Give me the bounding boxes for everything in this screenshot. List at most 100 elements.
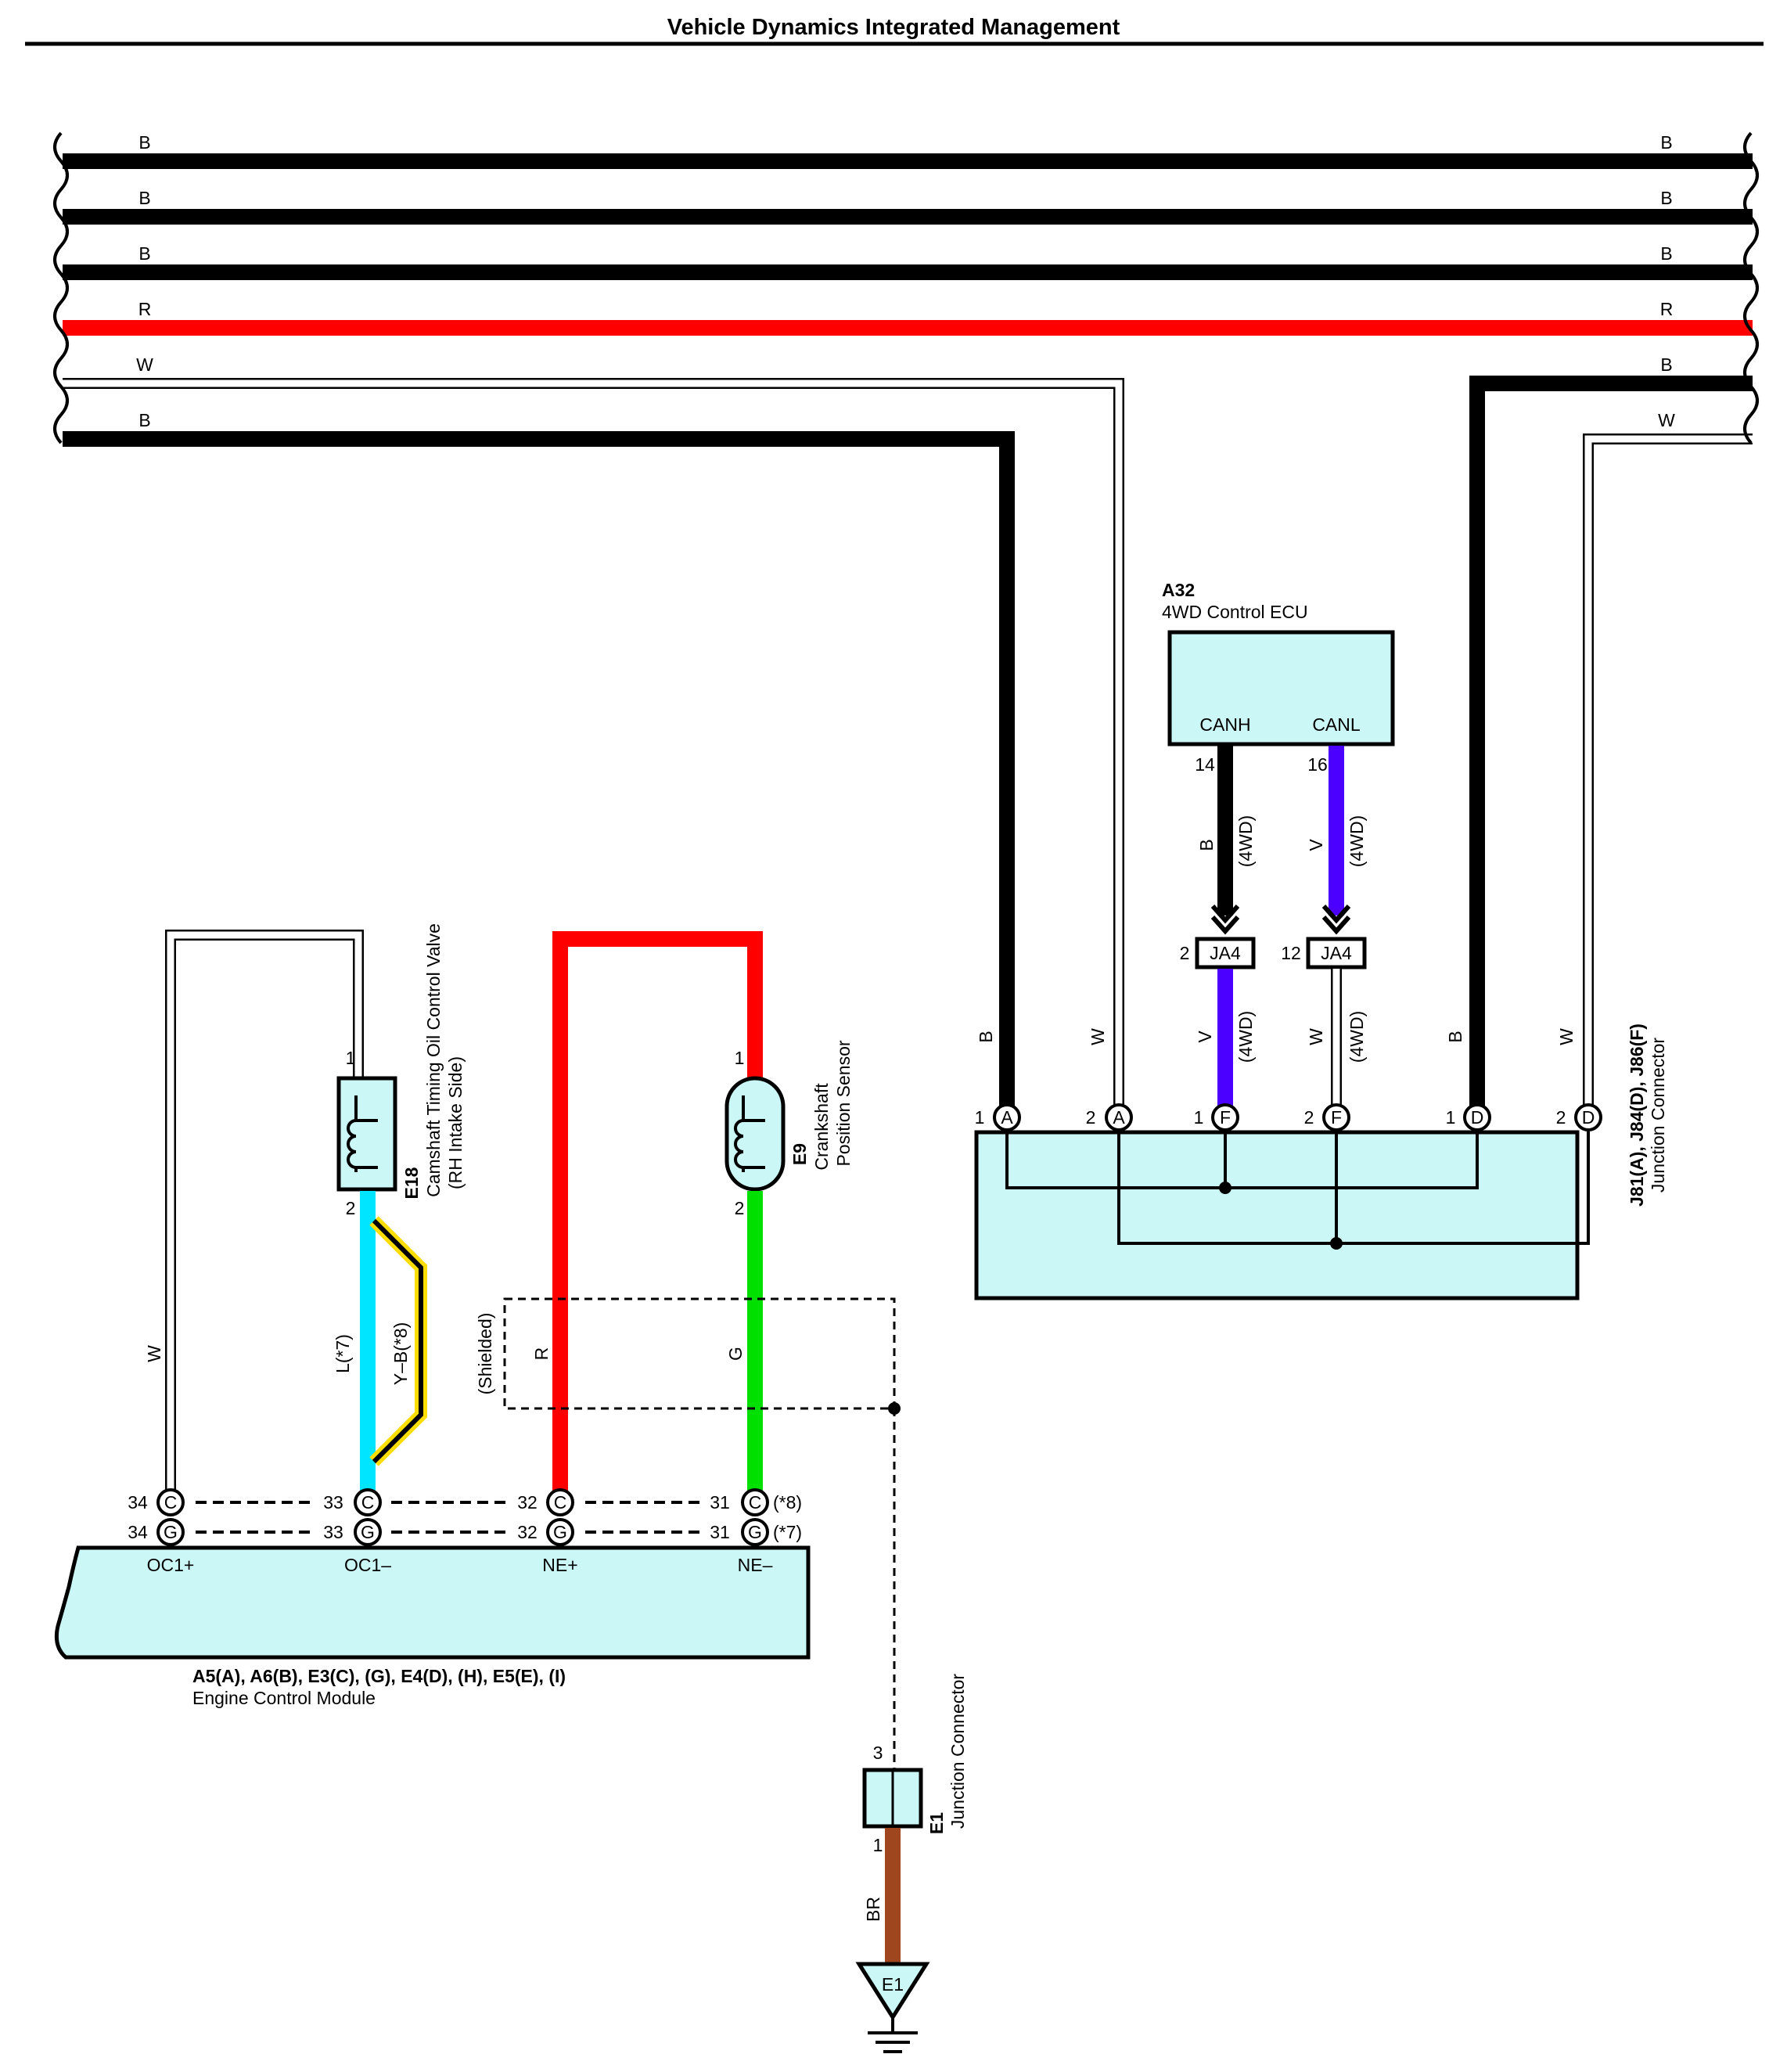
shield-box: (Shielded) R G (475, 1297, 901, 1768)
shield-outline (503, 1297, 896, 1410)
wire-l-label: L(*7) (333, 1334, 353, 1373)
svg-text:33: 33 (323, 1522, 343, 1542)
svg-text:C: C (164, 1492, 178, 1513)
wire-w-valve-label: W (144, 1345, 164, 1362)
top-right-label-5: B (1660, 354, 1672, 375)
svg-text:2: 2 (1304, 1107, 1314, 1128)
shield-wire-g: G (725, 1347, 746, 1361)
top-right-label-2: B (1660, 188, 1672, 208)
ecm-terminal-31: C G 31 31 (*8) (*7) (710, 1488, 802, 1546)
ecm-terminal-name-nem: NE– (738, 1555, 773, 1575)
ecm-terminals: C G 34 34 C G 33 33 C G 32 32 C (128, 1488, 802, 1546)
e1-pin-top: 3 (873, 1743, 883, 1763)
ja4-connector-2 (1306, 937, 1367, 969)
valve-name: Camshaft Timing Oil Control Valve (423, 923, 444, 1197)
jmain-bus-w (1117, 1131, 1590, 1245)
junction-e1: 3 1 E1 Junction Connector BR E1 (855, 1674, 968, 2053)
jmain-wire-label-1A: B (976, 1031, 996, 1042)
page-title: Vehicle Dynamics Integrated Management (667, 15, 1120, 40)
e1-code: E1 (926, 1812, 947, 1834)
top-left-label-3: B (138, 243, 150, 264)
break-mark-right (1743, 131, 1759, 444)
wire-white-left-to-2A (63, 378, 1124, 1116)
valve-e18: W 1 2 L(*7) Y–B(*8) E18 Camshaft Timing … (144, 923, 466, 1502)
ecu-4wd: A32 4WD Control ECU CANH CANL 14 B (4WD)… (1162, 580, 1395, 935)
wire-black-left-to-1A (63, 431, 1015, 1116)
crank-code: E9 (789, 1143, 810, 1165)
svg-text:31: 31 (710, 1492, 730, 1513)
valve-coil-icon (347, 1095, 378, 1172)
valve-pin-bottom: 2 (346, 1198, 356, 1218)
ecm-terminal-34: C G 34 34 (128, 1488, 185, 1546)
wire-w-valve-loop (165, 930, 364, 1502)
ja4-2-pin: 12 (1281, 943, 1301, 963)
svg-text:33: 33 (323, 1492, 343, 1513)
ecm-codes: A5(A), A6(B), E3(C), (G), E4(D), (H), E5… (192, 1666, 566, 1686)
svg-text:F: F (1220, 1107, 1231, 1128)
top-left-label-5: W (136, 354, 153, 375)
ecm-note-bottom: (*7) (773, 1522, 802, 1542)
valve-e18-box (336, 1076, 397, 1192)
junction-main-box (974, 1130, 1580, 1300)
wire-yb-label: Y–B(*8) (390, 1322, 411, 1386)
ecm-terminal-name-nep: NE+ (542, 1555, 577, 1575)
ecu-4wd-terminal-canl: CANL (1312, 714, 1361, 735)
top-left-label-4: R (138, 299, 152, 319)
arrow-canh (1210, 905, 1240, 935)
svg-text:1: 1 (1446, 1107, 1456, 1128)
jmain-note-1F: (4WD) (1235, 1011, 1256, 1063)
ground-label: E1 (882, 1974, 904, 1995)
ecu-4wd-name: 4WD Control ECU (1162, 602, 1308, 622)
e1-name: Junction Connector (947, 1674, 968, 1829)
ecm-terminal-32: C G 32 32 (517, 1488, 574, 1546)
svg-text:2: 2 (1556, 1107, 1566, 1128)
crank-e9: 1 2 E9 Crankshaft Position Sensor (552, 931, 854, 1502)
ja4-2-label: JA4 (1321, 943, 1352, 963)
top-left-label-6: B (138, 410, 150, 430)
valve-pin-top: 1 (346, 1048, 356, 1068)
jmain-terminal-1F: F 1 (1194, 1103, 1239, 1131)
svg-text:2: 2 (1086, 1107, 1096, 1128)
ecm: OC1+ OC1– NE+ NE– A5(A), A6(B), E3(C), (… (54, 1545, 811, 1708)
ecm-terminal-33: C G 33 33 (323, 1488, 382, 1546)
ecm-name: Engine Control Module (192, 1688, 376, 1708)
ecm-terminal-name-oc1p: OC1+ (147, 1555, 195, 1575)
top-right-label-6: W (1658, 410, 1675, 430)
ja4-connector-1 (1195, 937, 1256, 969)
svg-text:A: A (1113, 1107, 1125, 1128)
crank-e9-body (725, 1076, 786, 1192)
svg-text:A: A (1001, 1107, 1013, 1128)
svg-text:G: G (553, 1522, 567, 1542)
pin-canl: 16 (1307, 754, 1328, 775)
svg-text:F: F (1331, 1107, 1342, 1128)
wire-canl-note: (4WD) (1347, 815, 1367, 867)
junction-main-name: Junction Connector (1648, 1038, 1668, 1193)
jmain-terminal-1D: D 1 (1446, 1103, 1491, 1131)
svg-text:32: 32 (517, 1492, 538, 1513)
ecm-note-top: (*8) (773, 1492, 802, 1513)
wire-r-red-loop (552, 931, 763, 1502)
top-left-label-1: B (138, 132, 150, 153)
wire-canl-color: V (1306, 839, 1326, 851)
ja4-1-label: JA4 (1210, 943, 1241, 963)
wire-white-right-to-2D (1583, 433, 1753, 1116)
break-mark-left (53, 131, 69, 444)
jmain-terminal-2A: A 2 (1086, 1103, 1133, 1131)
valve-side: (RH Intake Side) (445, 1056, 466, 1189)
arrow-canl (1321, 905, 1351, 935)
jmain-wire-label-2D: W (1556, 1028, 1577, 1045)
top-right-label-3: B (1660, 243, 1672, 264)
svg-text:C: C (361, 1492, 375, 1513)
svg-text:31: 31 (710, 1522, 730, 1542)
jmain-wire-label-2F: W (1306, 1028, 1326, 1045)
jmain-wire-label-1D: B (1445, 1031, 1465, 1042)
jmain-terminal-1A: A 1 (975, 1103, 1021, 1131)
svg-text:D: D (1471, 1107, 1484, 1128)
svg-text:C: C (554, 1492, 567, 1513)
shield-wire-r: R (531, 1347, 552, 1361)
ja4-connectors: JA4 2 JA4 12 (1180, 937, 1367, 1116)
svg-text:C: C (749, 1492, 762, 1513)
wire-br-label: BR (863, 1897, 883, 1922)
crank-pin-bottom: 2 (735, 1198, 745, 1218)
jmain-wire-label-1F: V (1195, 1031, 1215, 1043)
